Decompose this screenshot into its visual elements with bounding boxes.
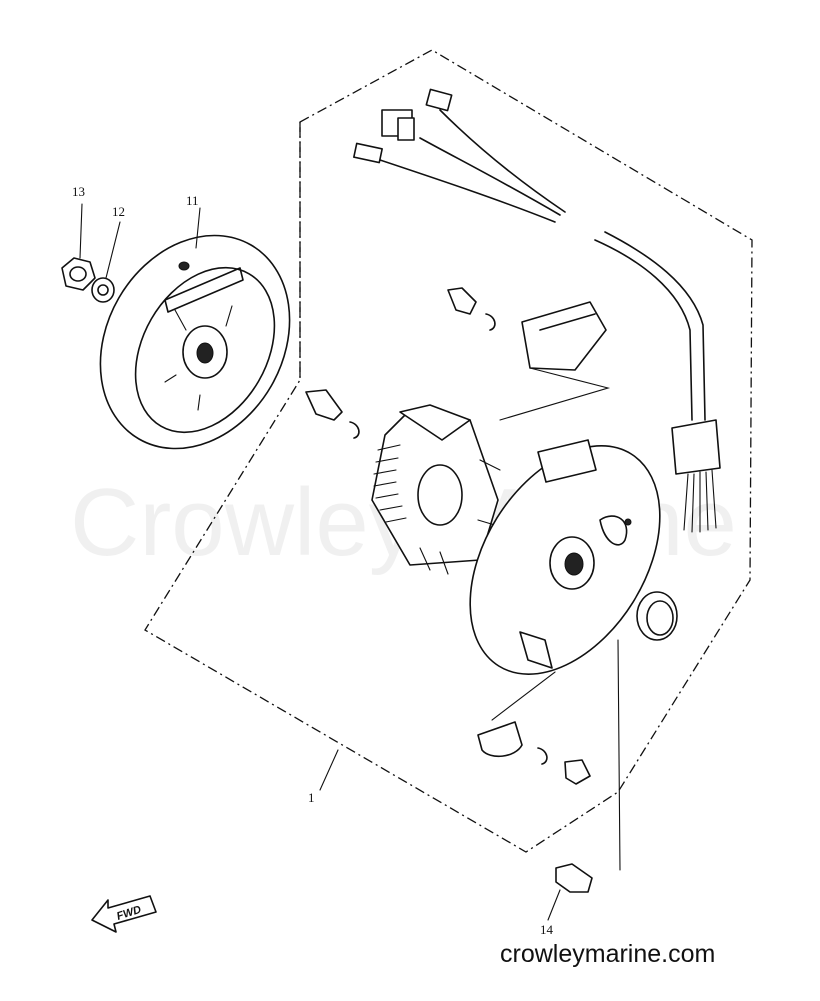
assembly-boundary — [144, 49, 753, 853]
nut — [61, 257, 96, 291]
fwd-arrow-icon: FWD — [91, 895, 157, 933]
callout-13: 13 — [72, 184, 85, 199]
flywheel-rotor — [99, 234, 291, 450]
screw-upper — [447, 287, 496, 331]
oil-seal — [636, 591, 678, 641]
callout-1: 1 — [308, 790, 315, 805]
wire-clamp — [477, 671, 591, 785]
site-url: crowleymarine.com — [500, 940, 715, 968]
mounting-screw — [555, 639, 621, 893]
washer — [91, 277, 115, 303]
callout-11: 11 — [186, 193, 199, 208]
leader-lines — [79, 203, 561, 921]
callout-14: 14 — [540, 922, 554, 937]
callout-12: 12 — [112, 204, 125, 219]
wiring-harness — [353, 88, 721, 533]
pulser-coil — [499, 301, 611, 421]
stator-coil — [371, 404, 501, 575]
screw-stator — [305, 389, 360, 439]
stator-base-plate — [469, 439, 661, 675]
